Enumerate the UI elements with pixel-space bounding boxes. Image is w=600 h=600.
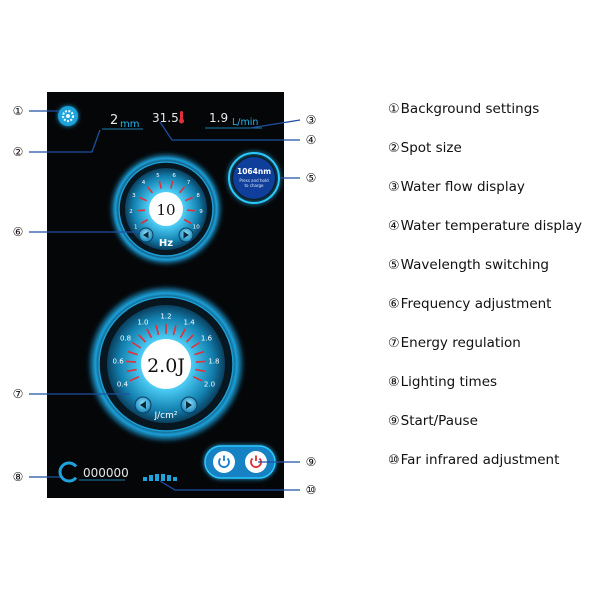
dial-tick (190, 341, 201, 349)
callout-2: ② (12, 145, 24, 159)
callout-10: ⑩ (305, 483, 317, 497)
arrow-left-icon (143, 231, 149, 239)
dial-tick-label: 7 (187, 180, 191, 186)
dial-tick-label: 0.4 (117, 381, 129, 389)
dial-tick (126, 368, 137, 373)
wavelength-hint-1: Press and hold (239, 178, 269, 183)
callout-7: ⑦ (12, 387, 24, 401)
power-icon (218, 455, 230, 468)
callout-9: ⑨ (305, 455, 317, 469)
callout-1: ① (12, 104, 24, 118)
counter-ring-icon (58, 461, 80, 483)
callout-5: ⑤ (305, 171, 317, 185)
callout-4: ④ (305, 133, 317, 147)
dial-tick (131, 341, 142, 349)
settings-gear-button[interactable] (58, 106, 78, 126)
energy-increase-button[interactable] (180, 396, 198, 414)
dial-tick-label: 0.6 (113, 357, 125, 365)
water-flow-value: 1.9 (209, 111, 228, 125)
gear-icon (61, 109, 75, 123)
energy-value: 2.0J (147, 355, 185, 377)
wavelength-switch-button[interactable]: 1064nm Press and hold to charge (228, 152, 280, 204)
dial-tick (138, 334, 147, 343)
dial-tick-label: 1.4 (184, 318, 196, 326)
dial-tick (170, 180, 174, 189)
arrow-right-icon (186, 401, 192, 409)
dial-tick (184, 196, 193, 202)
callout-8: ⑧ (12, 470, 24, 484)
frequency-value: 10 (156, 201, 175, 219)
dial-tick (195, 368, 206, 373)
dial-tick (158, 180, 162, 189)
thermometer-icon (179, 111, 184, 124)
dial-tick (146, 328, 153, 339)
water-temperature-value: 31.5 (152, 111, 179, 125)
dial-tick-label: 2 (129, 209, 133, 215)
spot-size-unit: mm (120, 119, 139, 130)
arrow-left-icon (140, 401, 146, 409)
wavelength-title: 1064nm (237, 167, 271, 176)
dial-tick (183, 218, 192, 225)
dial-tick-label: 6 (172, 173, 176, 179)
dial-tick-label: 4 (142, 180, 146, 186)
spot-size-value: 2 (110, 113, 118, 128)
start-pause-button[interactable] (204, 445, 276, 479)
dial-tick (155, 325, 160, 336)
dial-tick-label: 10 (193, 224, 200, 230)
dial-tick (129, 375, 140, 382)
leader-lines (29, 110, 301, 491)
dial-tick (146, 186, 154, 194)
callout-6: ⑥ (12, 225, 24, 239)
dial-tick-label: 1.0 (137, 318, 148, 326)
dial-tick (179, 328, 186, 339)
water-flow-unit: L/min (232, 117, 258, 128)
dial-tick-label: 5 (156, 173, 160, 179)
arrow-right-icon (183, 231, 189, 239)
dial-tick (172, 325, 177, 336)
dial-tick-label: 1.6 (201, 335, 213, 343)
dial-tick (192, 375, 203, 382)
dial-tick-label: 0.8 (120, 335, 131, 343)
power-icon (250, 455, 262, 468)
frequency-increase-button[interactable] (178, 227, 194, 243)
dial-tick-label: 1 (134, 224, 138, 230)
dial-tick (178, 186, 186, 194)
dial-tick-label: 1.2 (160, 312, 171, 320)
lighting-counter-value: 000000 (83, 466, 129, 480)
dial-tick-label: 2.0 (204, 381, 215, 389)
dial-tick (194, 350, 205, 356)
dial-tick-label: 9 (199, 209, 203, 215)
energy-dial: 0.4 0.6 0.8 1.0 1.2 1.4 1.6 1.8 2.0 2.0J J/cm² (89, 287, 243, 441)
dial-tick (195, 360, 206, 363)
dial-tick (139, 196, 148, 202)
wavelength-hint-2: to charge (244, 183, 264, 188)
frequency-dial: 1 2 3 4 5 6 7 8 9 10 10 Hz (111, 154, 221, 264)
energy-unit: J/cm² (153, 411, 177, 421)
callout-3: ③ (305, 113, 317, 127)
dial-tick-label: 3 (132, 193, 136, 199)
dial-tick-label: 8 (196, 193, 200, 199)
far-infrared-adjust-button[interactable] (143, 474, 177, 481)
frequency-unit: Hz (159, 238, 173, 249)
signal-bars-icon (143, 474, 177, 481)
dial-tick (126, 360, 137, 363)
dial-tick (140, 218, 149, 225)
dial-tick (127, 350, 138, 356)
dial-tick-label: 1.8 (208, 357, 219, 365)
dial-tick (185, 334, 194, 343)
energy-decrease-button[interactable] (134, 396, 152, 414)
frequency-decrease-button[interactable] (138, 227, 154, 243)
